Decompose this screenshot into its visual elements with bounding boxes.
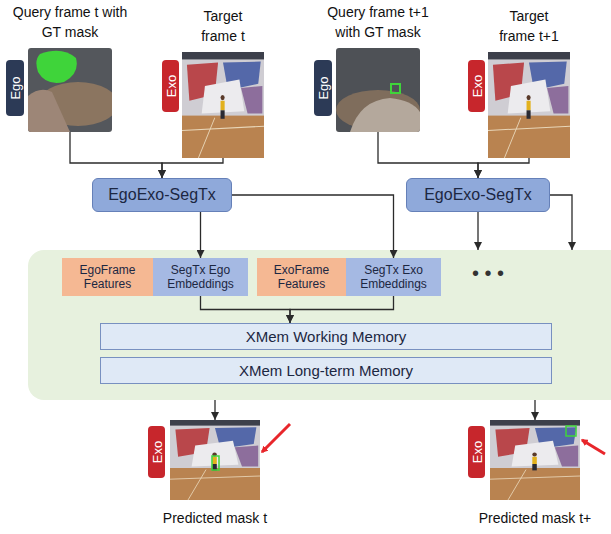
exo-image bbox=[490, 420, 580, 500]
flow-arrow bbox=[378, 132, 478, 178]
view-tag: Exo bbox=[468, 60, 485, 112]
flow-arrow bbox=[550, 195, 572, 250]
memory-box: XMem Working Memory bbox=[100, 323, 552, 350]
ego-image bbox=[336, 48, 420, 132]
box-label: EgoFrame Features bbox=[62, 263, 153, 291]
frame-caption: Predicted mask t bbox=[163, 510, 267, 526]
embedding-box: SegTx Ego Embeddings bbox=[153, 258, 248, 296]
frame-caption: Predicted mask t+ bbox=[479, 510, 591, 526]
view-tag: Exo bbox=[468, 426, 485, 478]
prediction-frame: Predicted mask t+Exo bbox=[490, 420, 580, 500]
frame-caption: Target frame t+1 bbox=[494, 6, 564, 46]
view-tag: Ego bbox=[6, 60, 24, 116]
exo-image bbox=[488, 52, 570, 158]
ego-image bbox=[336, 48, 420, 132]
embedding-box: SegTx Exo Embeddings bbox=[346, 258, 441, 296]
frame-caption: Query frame t+1 with GT mask bbox=[319, 2, 437, 42]
box-label: EgoExo-SegTx bbox=[419, 186, 537, 204]
model-box: EgoExo-SegTx bbox=[406, 178, 550, 212]
target-frame: Target frame tExo bbox=[182, 52, 264, 158]
ego-hand bbox=[28, 90, 70, 132]
flow-arrow bbox=[290, 296, 394, 323]
box-label: XMem Working Memory bbox=[241, 328, 412, 345]
tag-label: Ego bbox=[8, 76, 23, 99]
flow-arrow bbox=[477, 212, 478, 250]
ego-hand bbox=[350, 98, 420, 132]
tag-label: Exo bbox=[469, 75, 484, 97]
ego-image bbox=[28, 48, 112, 132]
box-label: SegTx Ego Embeddings bbox=[153, 263, 248, 291]
predicted-mask bbox=[212, 456, 219, 470]
flow-arrow bbox=[232, 195, 394, 258]
frame-caption: Target frame t bbox=[188, 6, 258, 46]
view-tag: Ego bbox=[314, 60, 332, 116]
flow-arrow bbox=[534, 400, 535, 420]
box-label: XMem Long-term Memory bbox=[234, 362, 418, 379]
feature-box: ExoFrame Features bbox=[257, 258, 346, 296]
tag-label: Exo bbox=[469, 441, 484, 463]
tag-label: Exo bbox=[149, 441, 164, 463]
query-frame: Query frame t+1 with GT maskEgo bbox=[336, 48, 420, 132]
highlight-arrow bbox=[582, 440, 605, 454]
exo-image bbox=[170, 420, 260, 500]
memory-panel: • • • EgoFrame FeaturesSegTx Ego Embeddin… bbox=[28, 250, 611, 400]
query-frame: Query frame t with GT maskEgo bbox=[28, 48, 112, 132]
flow-arrow bbox=[200, 212, 201, 258]
model-box: EgoExo-SegTx bbox=[92, 178, 232, 212]
continuation-dots: • • • bbox=[472, 262, 504, 285]
predicted-mask bbox=[566, 426, 576, 436]
gt-mask bbox=[36, 51, 76, 83]
flow-arrow bbox=[162, 158, 223, 178]
memory-box: XMem Long-term Memory bbox=[100, 357, 552, 384]
exo-image bbox=[182, 52, 264, 158]
view-tag: Exo bbox=[148, 426, 165, 478]
prediction-frame: Predicted mask tExo bbox=[170, 420, 260, 500]
target-frame: Target frame t+1Exo bbox=[488, 52, 570, 158]
highlight-arrow bbox=[262, 424, 290, 452]
flow-arrow bbox=[214, 400, 215, 420]
flow-arrow bbox=[70, 132, 162, 178]
frame-caption: Query frame t with GT mask bbox=[11, 2, 129, 42]
flow-arrow bbox=[201, 296, 291, 323]
box-label: ExoFrame Features bbox=[257, 263, 346, 291]
view-tag: Exo bbox=[162, 60, 179, 112]
feature-box: EgoFrame Features bbox=[62, 258, 153, 296]
tag-label: Exo bbox=[163, 75, 178, 97]
gt-mask bbox=[391, 84, 400, 93]
box-label: EgoExo-SegTx bbox=[103, 186, 221, 204]
flow-arrow bbox=[478, 158, 529, 178]
tag-label: Ego bbox=[316, 76, 331, 99]
box-label: SegTx Exo Embeddings bbox=[346, 263, 441, 291]
